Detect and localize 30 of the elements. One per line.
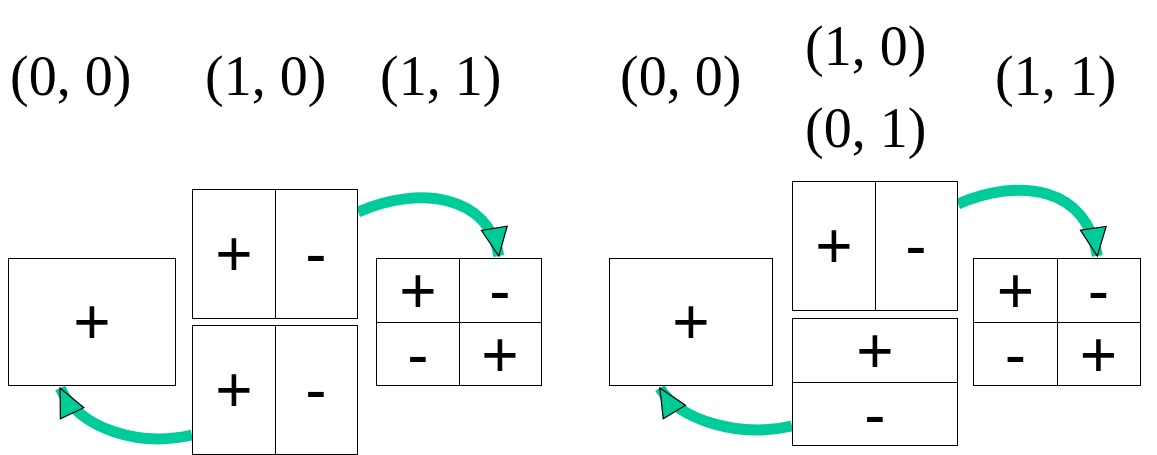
sign-text: -: [305, 358, 327, 422]
pattern-box: [973, 258, 1141, 386]
sign-text: -: [305, 222, 327, 286]
sign-text: +: [672, 290, 710, 354]
sign-text: +: [73, 290, 111, 354]
sign-text: -: [864, 383, 886, 447]
curved-arrow: [956, 184, 1105, 258]
sign-text: +: [815, 214, 853, 278]
sign-text: +: [856, 319, 894, 383]
pattern-box: [8, 258, 176, 386]
pattern-box: [376, 258, 542, 386]
pattern-box: [192, 325, 358, 455]
sign-text: -: [1004, 323, 1027, 387]
sign-text: +: [1079, 323, 1118, 387]
sign-text: -: [489, 259, 511, 323]
pattern-box: [792, 318, 958, 446]
pattern-box: [792, 181, 958, 311]
curved-arrow: [655, 384, 793, 436]
curved-arrow: [55, 385, 193, 445]
sign-text: -: [407, 323, 429, 387]
sign-text: +: [996, 259, 1035, 323]
sign-text: +: [481, 323, 519, 387]
sign-text: +: [399, 259, 437, 323]
pattern-box: [192, 189, 358, 319]
pattern-box: [609, 258, 773, 386]
sign-text: -: [905, 214, 927, 278]
sign-text: -: [1087, 259, 1110, 323]
sign-text: +: [215, 358, 253, 422]
sign-text: +: [215, 222, 253, 286]
curved-arrow: [356, 192, 505, 258]
